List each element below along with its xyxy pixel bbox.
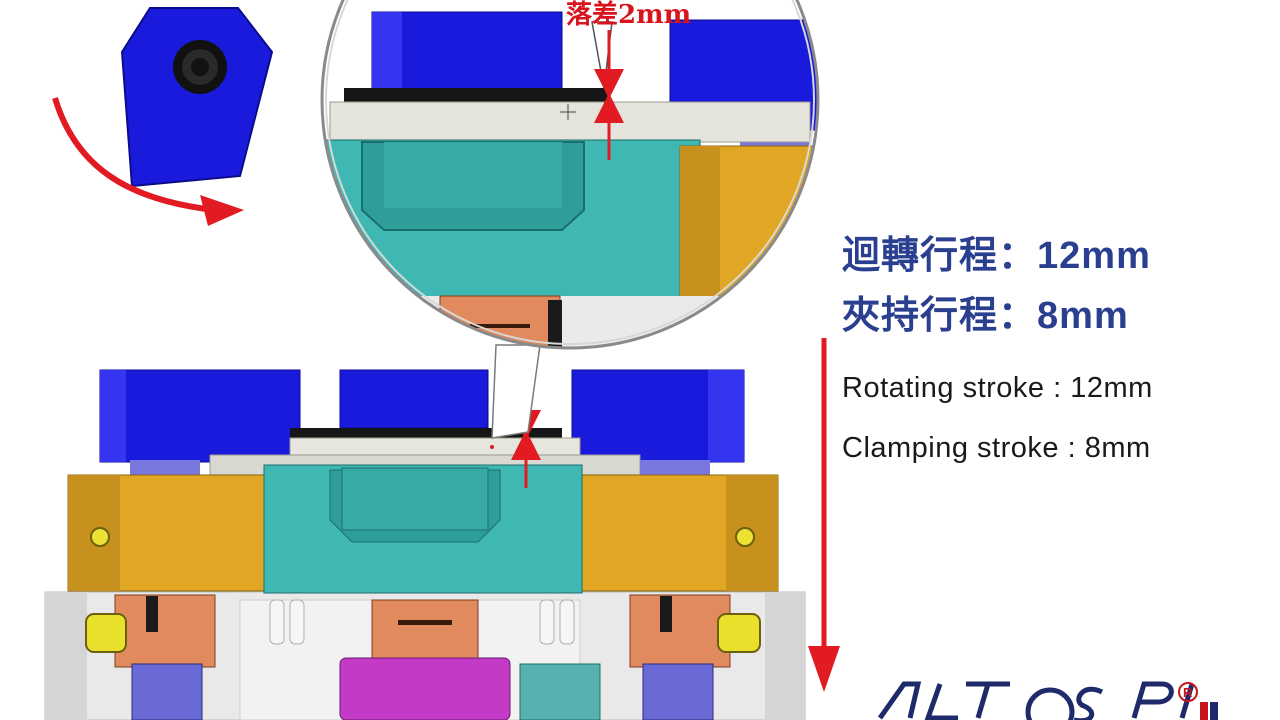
svg-text:R: R (1183, 685, 1193, 700)
zoom-magnifier (320, 0, 820, 350)
swing-arm-part (120, 7, 274, 188)
rotation-arrow (52, 97, 216, 213)
clamp-arm-center (339, 369, 489, 429)
drop-label: 落差2mm (566, 0, 692, 30)
zoom-connector (491, 344, 541, 439)
brand-logo: R (877, 681, 1218, 720)
clamp-assembly (44, 369, 806, 720)
spec-en-clamping: Clamping stroke : 8mm (842, 432, 1151, 464)
rotation-arrow-head (200, 195, 244, 226)
clamp-arm-left (99, 369, 301, 463)
spec-en-rotating: Rotating stroke : 12mm (842, 372, 1153, 404)
spec-cn-clamping: 夾持行程：8mm (842, 293, 1129, 337)
spec-cn-rotating: 迴轉行程：12mm (842, 233, 1151, 277)
